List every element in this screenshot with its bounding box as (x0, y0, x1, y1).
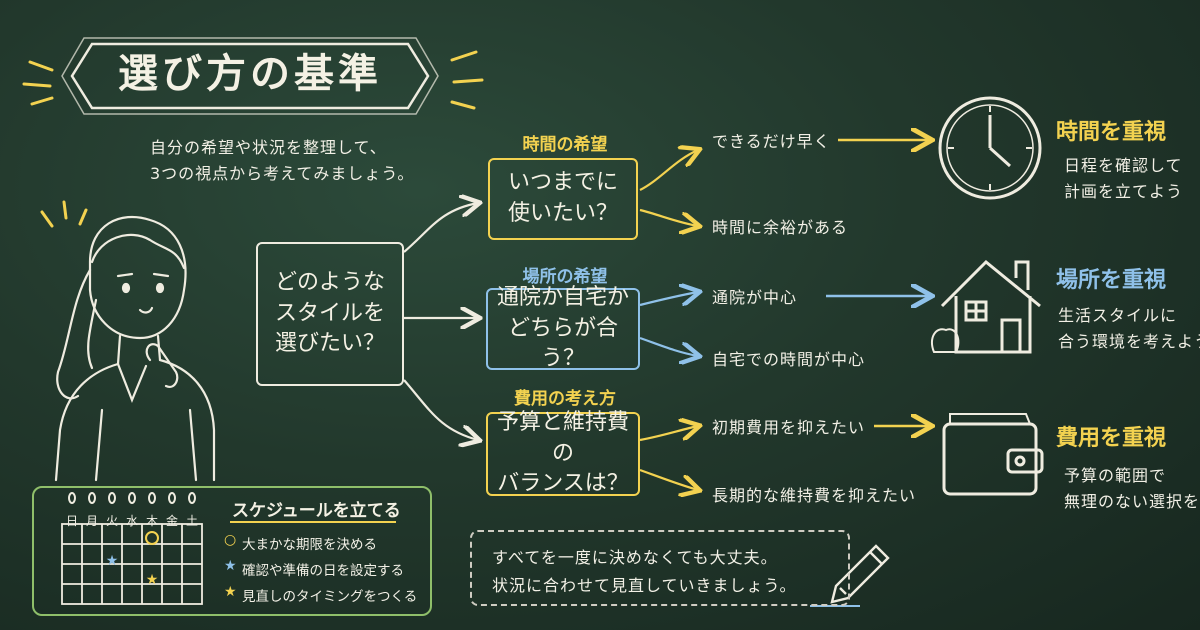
person-illustration (54, 215, 216, 482)
question-line: 使いたい？ (507, 201, 618, 226)
result-line: 計画を立てよう (1064, 182, 1184, 201)
calendar-blue-star: ★ (106, 553, 119, 569)
intro-line-1: 自分の希望や状況を整理して、 (150, 138, 387, 157)
sparkle-lines (22, 50, 484, 228)
category-label-place: 場所の希望 (522, 267, 608, 287)
yellow-star-icon: ★ (224, 584, 237, 600)
wallet-icon (942, 413, 1044, 496)
note-line: 状況に合わせて見直していきましょう。 (492, 576, 797, 595)
schedule-box (32, 486, 432, 616)
main-question-line: スタイルを (274, 300, 385, 326)
question-line: 通院か自宅か (496, 284, 629, 310)
intro-line-2: 3つの視点から考えてみましょう。 (150, 164, 415, 183)
circle-mark-icon: ○ (224, 532, 237, 548)
question-line: バランスは？ (497, 471, 629, 497)
note-box (470, 530, 850, 606)
calendar-weekday: 土 (185, 514, 198, 528)
result-title-place: 場所を重視 (1056, 268, 1167, 293)
result-title-cost: 費用を重視 (1056, 426, 1167, 451)
schedule-title: スケジュールを立てる (232, 501, 401, 521)
option-cost-initial: 初期費用を抑えたい (712, 418, 866, 437)
main-connectors (403, 203, 478, 440)
question-line: 予算と維持費の (496, 409, 629, 466)
option-time-relaxed: 時間に余裕がある (712, 218, 849, 237)
schedule-item: 見直しのタイミングをつくる (242, 589, 418, 605)
option-time-early: できるだけ早く (712, 132, 831, 151)
calendar-weekday: 木 (145, 514, 158, 528)
house-icon (930, 259, 1041, 354)
result-line: 生活スタイルに (1058, 306, 1178, 325)
schedule-item: 確認や準備の日を設定する (242, 563, 404, 579)
calendar-weekday: 火 (105, 514, 118, 528)
question-line: どちらが合う？ (507, 315, 618, 372)
calendar-weekday: 日 (65, 514, 78, 528)
option-place-home: 自宅での時間が中心 (712, 350, 866, 369)
result-title-time: 時間を重視 (1056, 120, 1167, 145)
question-box-time: いつまでに 使いたい？ (488, 158, 638, 240)
calendar-weekday: 金 (165, 514, 178, 528)
result-line: 無理のない選択を (1064, 492, 1200, 511)
main-question-line: どのような (274, 269, 385, 295)
blue-star-icon: ★ (224, 558, 237, 574)
schedule-item: 大まかな期限を決める (242, 537, 377, 553)
main-question-box: どのような スタイルを 選びたい？ (256, 242, 404, 386)
category-label-cost: 費用の考え方 (514, 389, 616, 409)
question-box-cost: 予算と維持費の バランスは？ (486, 410, 640, 496)
question-box-place: 通院か自宅か どちらが合う？ (486, 285, 640, 371)
category-label-time: 時間の希望 (522, 135, 608, 155)
result-line: 日程を確認して (1064, 156, 1183, 175)
calendar-drawing (61, 492, 203, 605)
option-cost-maintenance: 長期的な維持費を抑えたい (712, 486, 917, 505)
note-line: すべてを一度に決めなくても大丈夫。 (492, 548, 778, 567)
clock-icon (938, 96, 1042, 200)
calendar-yellow-star: ★ (146, 572, 159, 588)
pencil-icon (830, 544, 890, 604)
page-title: 選び方の基準 (118, 51, 382, 97)
option-place-clinic: 通院が中心 (712, 288, 798, 307)
calendar-weekday: 水 (125, 514, 138, 528)
result-line: 合う環境を考えよう (1058, 332, 1200, 351)
result-line: 予算の範囲で (1064, 466, 1167, 485)
main-question-line: 選びたい？ (274, 331, 385, 357)
calendar-weekday: 月 (85, 514, 98, 528)
title-banner-shape (61, 37, 439, 115)
question-line: いつまでに (507, 170, 618, 196)
